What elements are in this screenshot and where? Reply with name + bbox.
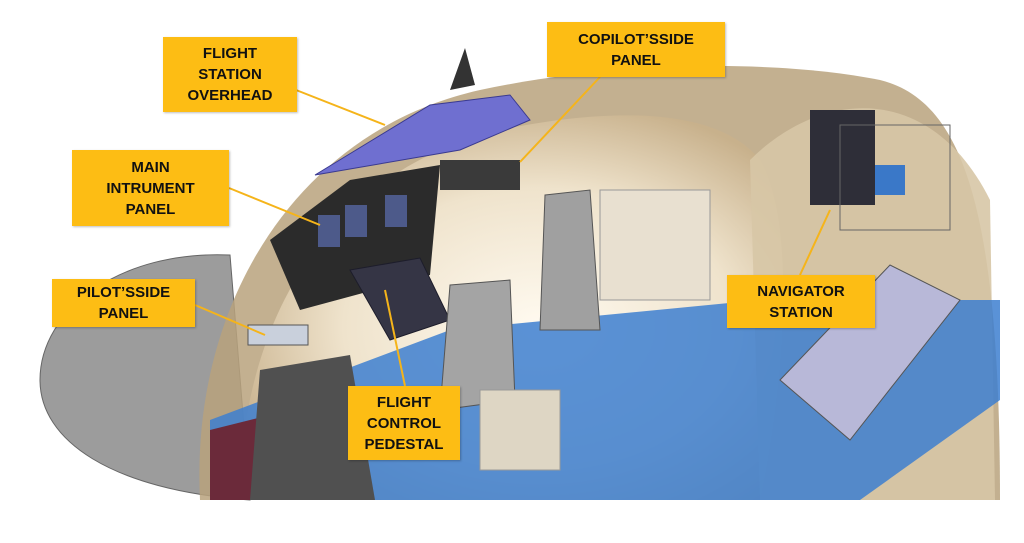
tail-fin bbox=[450, 48, 475, 90]
label-navigator-station: NAVIGATOR STATION bbox=[727, 275, 875, 328]
label-line: MAIN bbox=[131, 158, 170, 176]
display bbox=[345, 205, 367, 237]
label-line: STATION bbox=[198, 66, 262, 83]
label-line: PANEL bbox=[125, 200, 176, 218]
display bbox=[385, 195, 407, 227]
label-main-instrument-panel: MAIN INTRUMENT PANEL bbox=[72, 150, 229, 226]
label-line: PEDESTAL bbox=[364, 435, 444, 453]
copilot-side-panel bbox=[440, 160, 520, 190]
leader-lines bbox=[194, 76, 831, 387]
label-line: INTRUMENT bbox=[106, 179, 195, 197]
label-line: FLIGHT bbox=[202, 45, 258, 62]
navigator-frame bbox=[839, 124, 951, 231]
label-line: CONTROL bbox=[366, 414, 442, 432]
label-line: PANEL bbox=[611, 51, 661, 69]
navigator-box bbox=[875, 165, 905, 195]
copilot-seat bbox=[539, 189, 601, 331]
equipment-rack bbox=[479, 389, 561, 471]
label-flight-station-overhead: FLIGHT STATION OVERHEAD bbox=[163, 37, 297, 112]
label-pilot-side-panel: PILOT’SSIDE PANEL bbox=[52, 279, 195, 327]
label-line: NAVIGATOR bbox=[757, 282, 845, 300]
label-line: PANEL bbox=[98, 305, 149, 322]
front-seat bbox=[250, 355, 375, 500]
label-line: COPILOT’SSIDE bbox=[578, 30, 694, 48]
display bbox=[318, 215, 340, 247]
label-line: OVERHEAD bbox=[187, 87, 273, 104]
pilot-side-panel bbox=[247, 324, 309, 346]
label-line: PILOT’SSIDE bbox=[76, 284, 171, 301]
label-flight-control-pedestal: FLIGHT CONTROL PEDESTAL bbox=[348, 386, 460, 460]
label-line: STATION bbox=[769, 303, 833, 321]
navigator-equipment bbox=[810, 110, 875, 205]
label-line: FLIGHT bbox=[376, 393, 432, 411]
equipment-rack bbox=[599, 189, 711, 301]
label-copilot-side-panel: COPILOT’SSIDE PANEL bbox=[547, 22, 725, 77]
overhead-panel bbox=[314, 94, 531, 176]
